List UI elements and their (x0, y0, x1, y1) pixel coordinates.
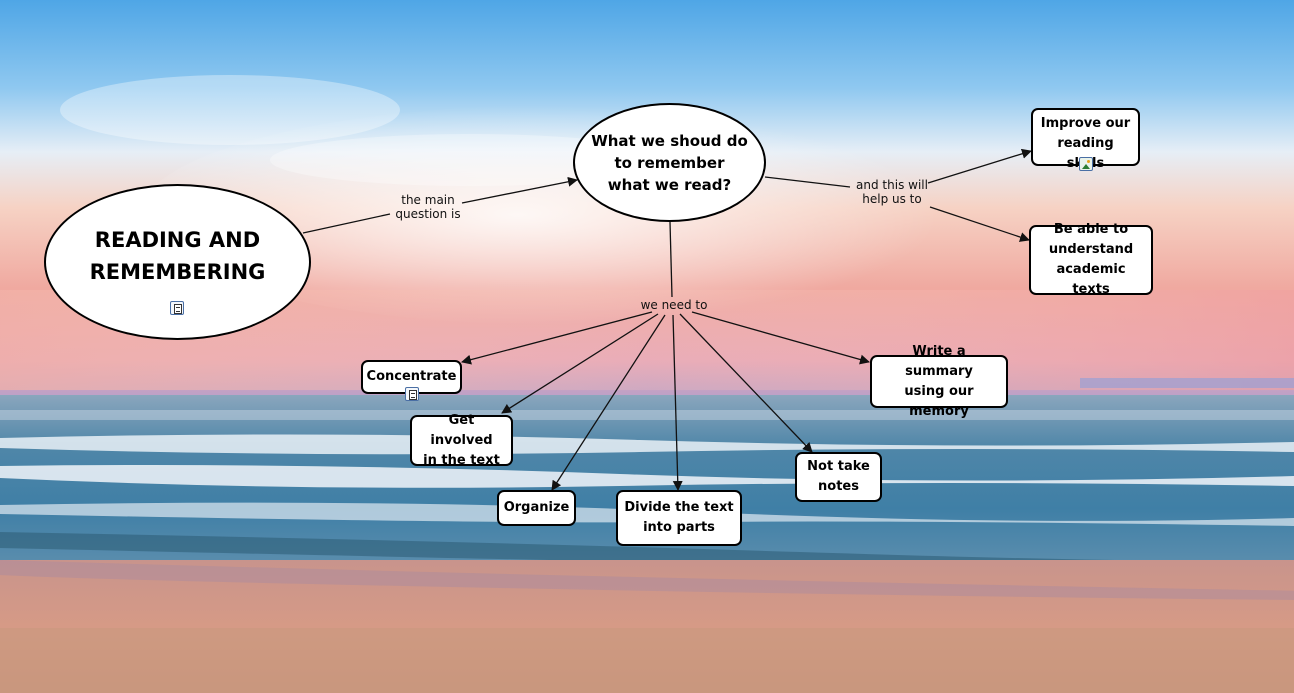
link-label-help-us[interactable]: and this will help us to (856, 178, 928, 206)
link-question-to-label (764, 176, 851, 188)
concept-organize-label: Organize (503, 500, 570, 515)
concept-write-summary[interactable]: Write a summary using our memory (870, 344, 1008, 419)
link-need-to-get-involved (501, 313, 659, 414)
concept-reading-and-remembering[interactable]: READING AND REMEMBERING (44, 184, 311, 340)
concept-concentrate[interactable]: Concentrate (361, 360, 462, 394)
link-label-to-question (461, 176, 578, 204)
link-need-to-divide (672, 314, 683, 491)
document-icon[interactable] (405, 387, 419, 401)
concept-divide-text-label: Divide the text into parts (624, 500, 734, 535)
concept-not-take-notes[interactable]: Not take notes (795, 452, 882, 502)
link-label-to-improve (927, 148, 1032, 184)
concept-what-should-we-do[interactable]: What we shoud do to remember what we rea… (573, 103, 766, 222)
link-question-to-needlabel (669, 221, 673, 298)
link-need-to-not-take-notes (679, 313, 813, 453)
document-icon[interactable] (170, 301, 184, 315)
link-label-main-question[interactable]: the main question is (395, 193, 461, 221)
link-reading-to-label (302, 213, 391, 234)
concept-organize[interactable]: Organize (497, 490, 576, 526)
concept-understand-academic-texts-label: Be able to understand academic texts (1048, 222, 1134, 297)
concept-concentrate-label: Concentrate (366, 369, 457, 384)
link-need-to-concentrate (461, 311, 653, 365)
link-need-to-organize (551, 314, 666, 491)
concept-what-should-we-do-label: What we shoud do to remember what we rea… (591, 131, 748, 194)
concept-improve-reading-skills[interactable]: Improve our reading skills (1031, 108, 1140, 171)
link-label-to-understand (929, 206, 1030, 242)
concept-divide-text[interactable]: Divide the text into parts (616, 490, 742, 546)
concept-get-involved[interactable]: Get involved in the text (410, 413, 513, 468)
concept-write-summary-label: Write a summary using our memory (904, 343, 974, 419)
image-icon[interactable] (1079, 157, 1093, 171)
concept-not-take-notes-label: Not take notes (807, 459, 870, 494)
concept-understand-academic-texts[interactable]: Be able to understand academic texts (1029, 222, 1153, 297)
link-label-need-to[interactable]: we need to (640, 298, 708, 312)
link-need-to-write-summary (691, 311, 870, 365)
concept-reading-and-remembering-label: READING AND REMEMBERING (89, 228, 266, 284)
concept-get-involved-label: Get involved in the text (423, 412, 500, 468)
